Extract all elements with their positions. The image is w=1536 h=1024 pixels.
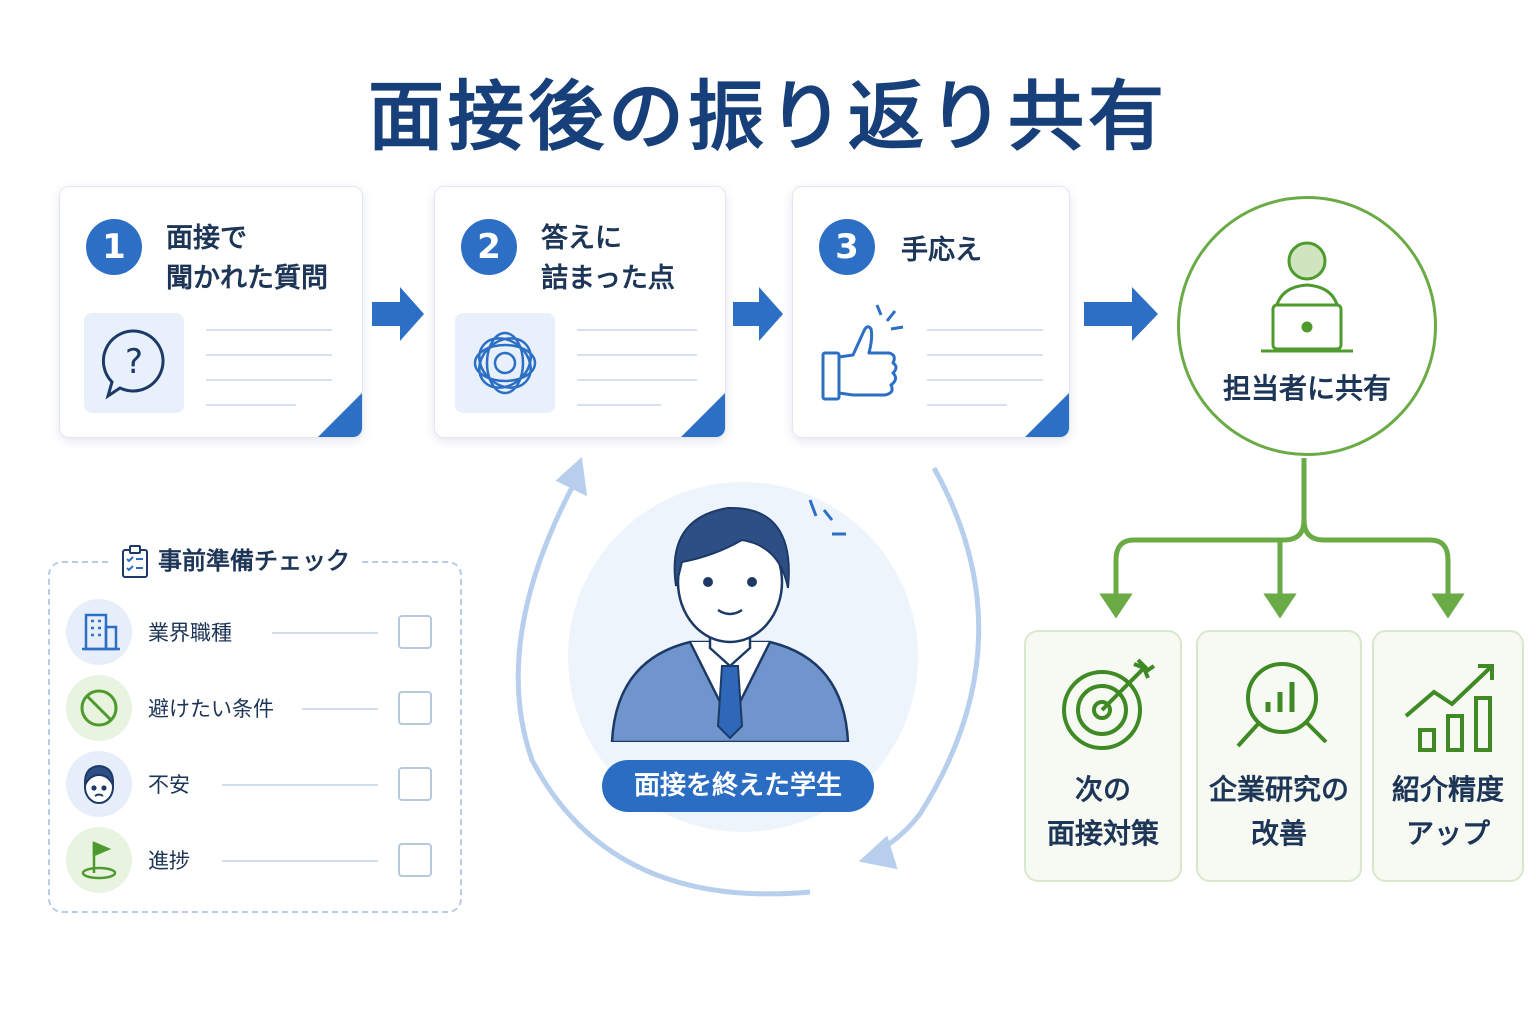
checklist-row: 進捗	[66, 827, 446, 893]
benefit-card-3: 紹介精度 アップ	[1372, 630, 1524, 882]
benefit-label-3: 紹介精度 アップ	[1391, 773, 1504, 850]
step-card-3: 3 手応え	[792, 186, 1070, 438]
share-label: 担当者に共有	[1222, 372, 1391, 405]
checkbox[interactable]	[398, 615, 432, 649]
checkbox[interactable]	[398, 691, 432, 725]
checkbox[interactable]	[398, 767, 432, 801]
step-card-1: 1 面接で 聞かれた質問 ?	[59, 186, 363, 438]
benefit-card-2: 企業研究の 改善	[1196, 630, 1362, 882]
student-avatar-icon	[610, 490, 850, 744]
benefit-label-2: 企業研究の 改善	[1208, 773, 1349, 850]
benefit-card-1: 次の 面接対策	[1024, 630, 1182, 882]
arrow-right-icon	[733, 287, 783, 341]
tangled-thread-icon	[455, 313, 555, 413]
checklist-row: 不安	[66, 751, 446, 817]
arrow-right-icon	[1084, 287, 1158, 341]
question-bubble-icon: ?	[84, 313, 184, 413]
checklist-item-label: 避けたい条件	[148, 697, 274, 721]
checklist-title-text: 事前準備チェック	[158, 547, 350, 575]
checklist-item-label: 不安	[148, 773, 190, 797]
prep-checklist: 事前準備チェック 業界職種 避けたい条件	[48, 541, 462, 913]
worried-face-icon	[66, 751, 132, 817]
branch-connector	[1099, 458, 1465, 619]
growth-chart-icon	[1400, 656, 1500, 756]
checklist-row: 避けたい条件	[66, 675, 446, 741]
building-icon	[66, 599, 132, 665]
prohibited-icon	[66, 675, 132, 741]
checklist-item-label: 業界職種	[148, 621, 232, 645]
step-number-1: 1	[86, 219, 142, 275]
step-label-1: 面接で 聞かれた質問	[166, 223, 328, 294]
target-arrow-icon	[1058, 654, 1158, 754]
clipboard-icon	[122, 545, 148, 578]
student-label: 面接を終えた学生	[602, 760, 874, 812]
arrow-right-icon	[372, 287, 424, 341]
person-laptop-icon	[1257, 237, 1357, 357]
share-node: 担当者に共有	[1177, 196, 1437, 456]
checkbox[interactable]	[398, 843, 432, 877]
step-label-3: 手応え	[901, 235, 982, 266]
magnifier-chart-icon	[1230, 654, 1330, 754]
step-number-2: 2	[461, 219, 517, 275]
checklist-title: 事前準備チェック	[110, 541, 360, 581]
svg-text:?: ?	[125, 342, 143, 382]
benefit-label-1: 次の 面接対策	[1046, 773, 1159, 850]
step-label-2: 答えに 詰まった点	[541, 223, 675, 294]
step-card-2: 2 答えに 詰まった点	[434, 186, 726, 438]
cycle-arrows	[515, 456, 982, 897]
golf-flag-icon	[66, 827, 132, 893]
checklist-item-label: 進捗	[148, 849, 190, 873]
checklist-row: 業界職種	[66, 599, 446, 665]
thumbs-up-icon	[813, 297, 923, 407]
step-number-3: 3	[819, 219, 875, 275]
page-title: 面接後の振り返り共有	[368, 72, 1168, 161]
